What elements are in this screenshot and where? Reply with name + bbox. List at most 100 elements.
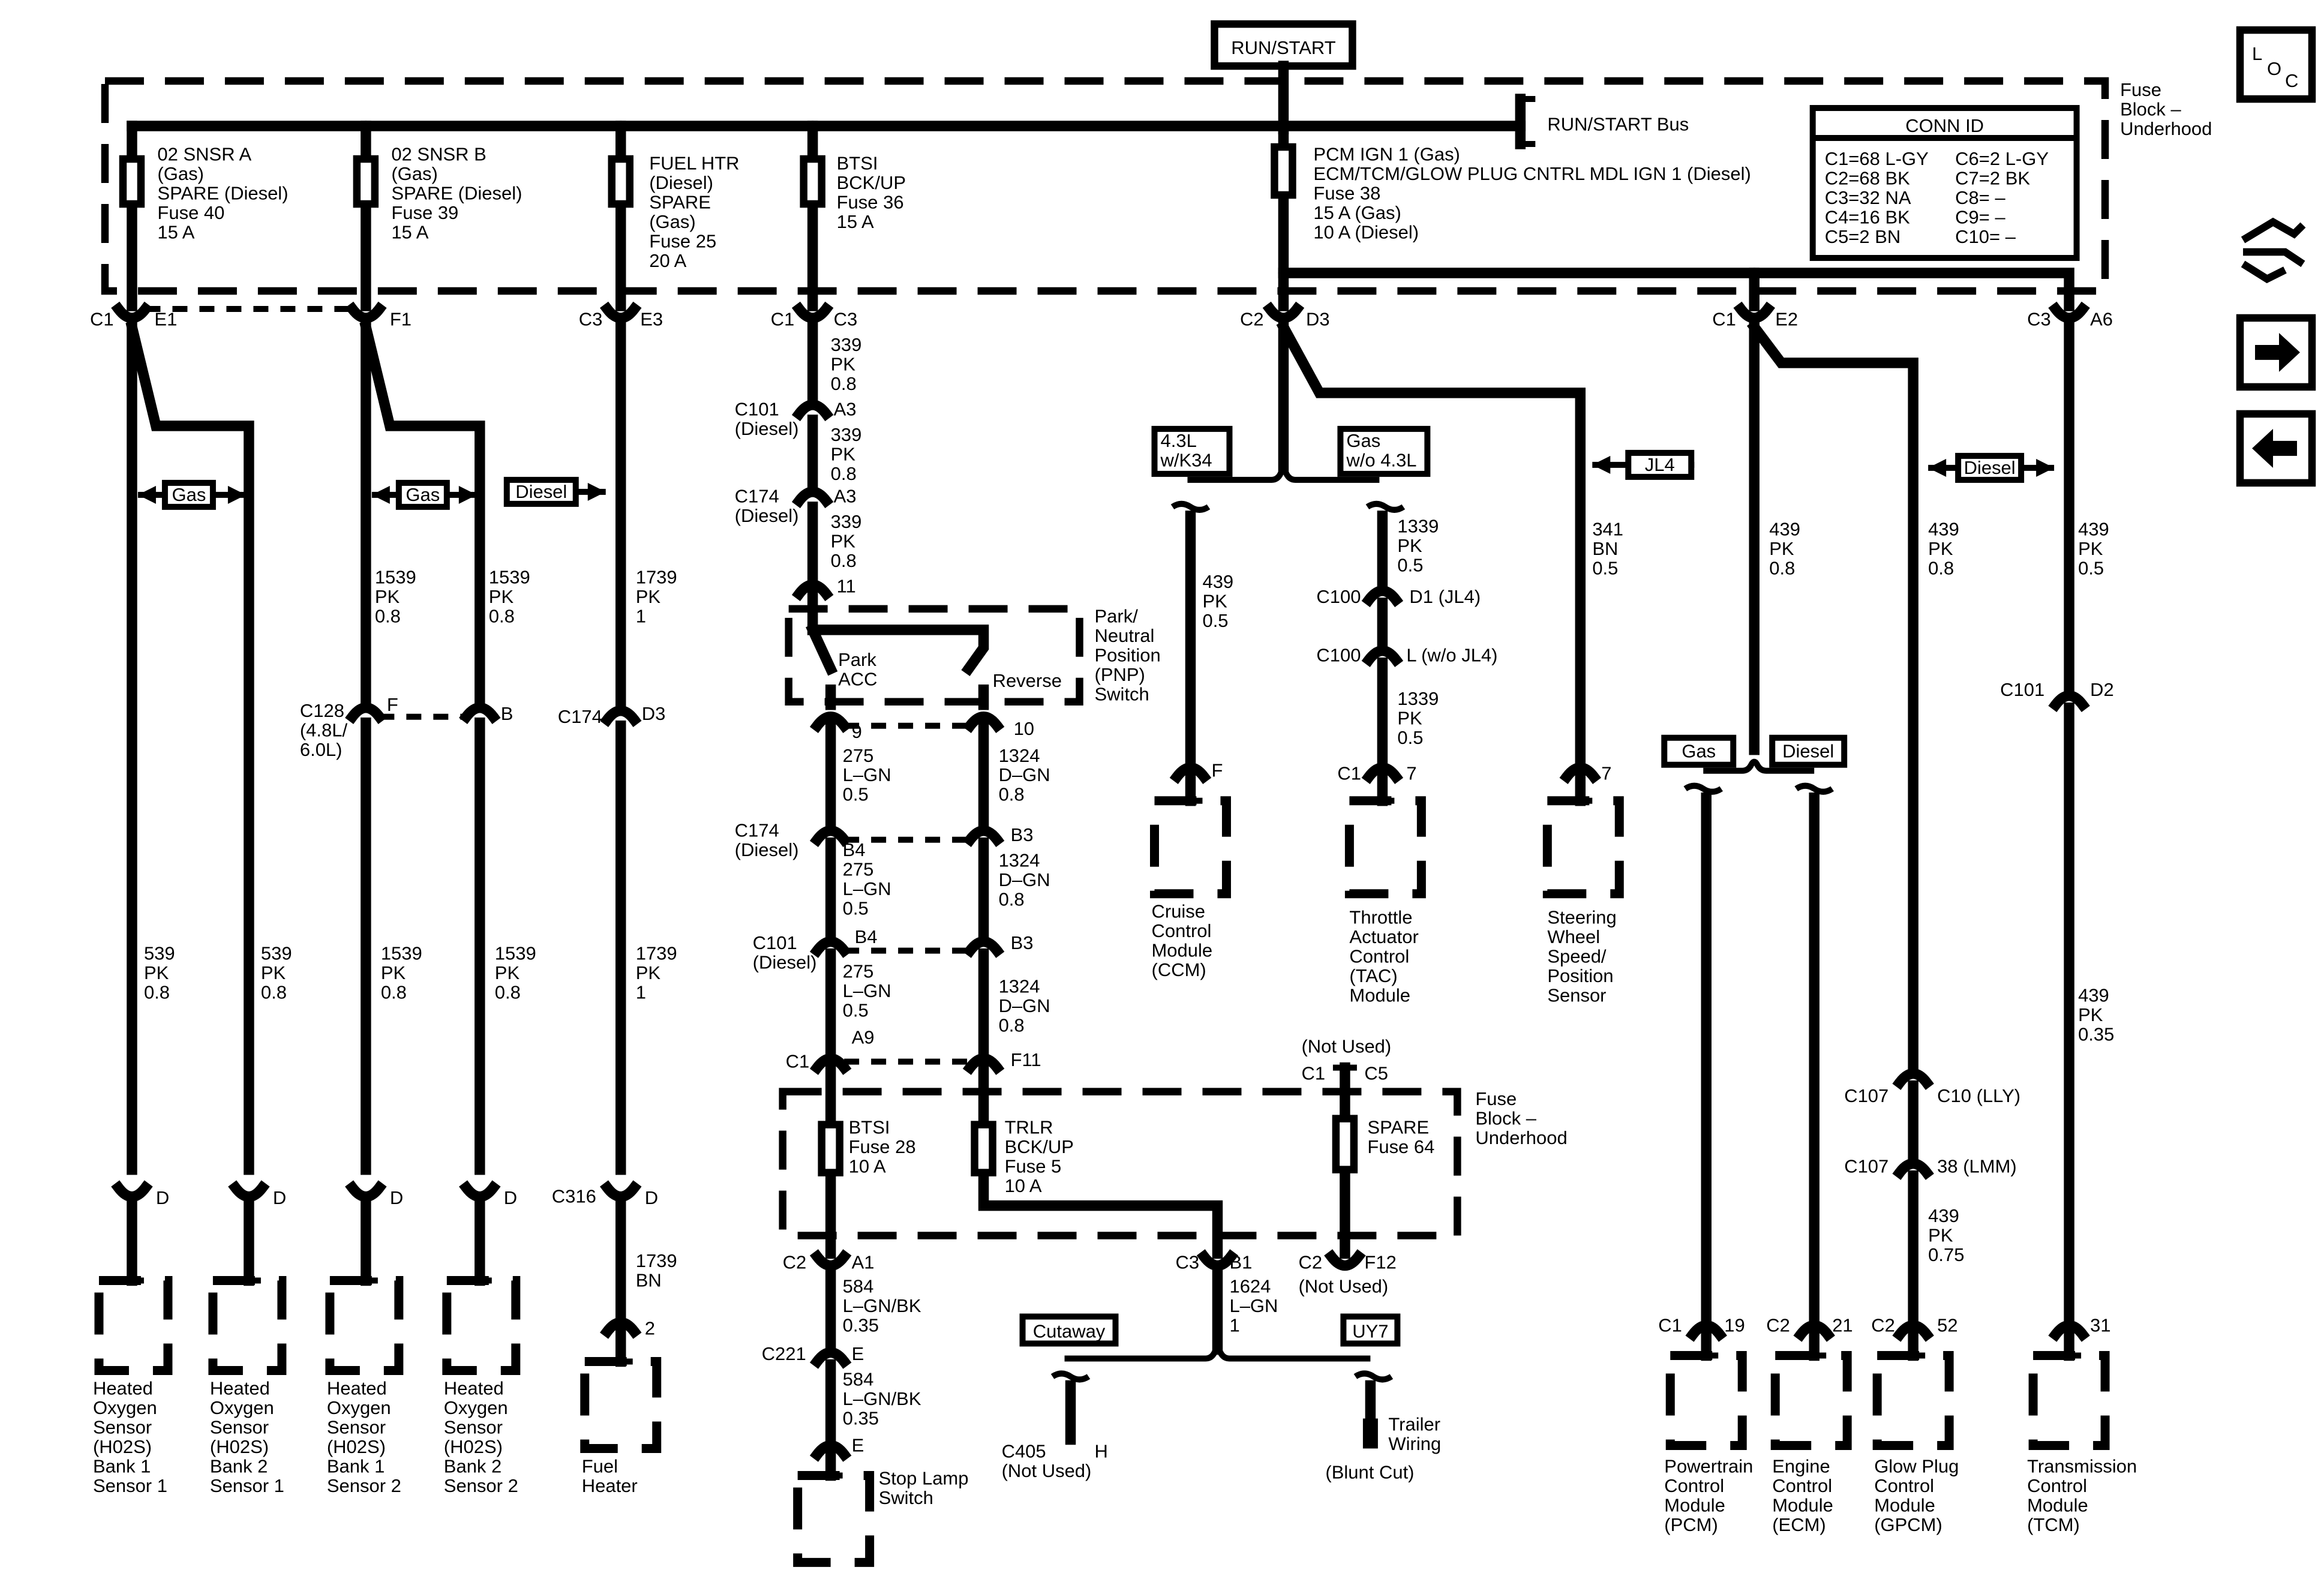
svg-text:D3: D3 xyxy=(1306,308,1330,329)
trailer-wiring-blunt-cut xyxy=(1362,1418,1378,1449)
locator-letter-c: C xyxy=(2285,70,2298,91)
svg-text:C128(4.8L/6.0L): C128(4.8L/6.0L) xyxy=(300,700,348,760)
svg-text:C2: C2 xyxy=(1766,1315,1790,1336)
svg-text:Cutaway: Cutaway xyxy=(1033,1321,1106,1342)
next-page-button[interactable] xyxy=(2236,314,2316,391)
fuel-heater-module xyxy=(580,1357,662,1453)
svg-text:C107: C107 xyxy=(1844,1156,1888,1177)
svg-text:B3: B3 xyxy=(1011,932,1034,953)
svg-text:C174: C174 xyxy=(558,706,602,727)
svg-text:4.3Lw/K34: 4.3Lw/K34 xyxy=(1160,430,1212,470)
conn-id-right-3: C8= – xyxy=(1955,187,2005,208)
conn-id-right-column: C6=2 L-GY C7=2 BK C8= – C9= – C10= – xyxy=(1955,148,2049,247)
svg-text:7: 7 xyxy=(1601,763,1611,784)
svg-text:C1: C1 xyxy=(1658,1315,1682,1336)
svg-text:B4: B4 xyxy=(855,926,878,947)
svg-text:C316: C316 xyxy=(552,1186,596,1207)
svg-text:B4: B4 xyxy=(843,839,866,860)
svg-text:C100: C100 xyxy=(1316,586,1361,607)
connector-row-top: C1 E1 F1 C3 E3 C1 C3 C2 D3 C1 E2 C3 A6 xyxy=(90,301,2113,329)
svg-text:C221: C221 xyxy=(762,1343,806,1364)
svg-text:19: 19 xyxy=(1724,1315,1744,1336)
svg-text:9: 9 xyxy=(852,721,862,742)
stop-lamp-switch xyxy=(793,1470,875,1567)
svg-text:E1: E1 xyxy=(154,308,177,329)
ho2s-bank1-sensor1 xyxy=(94,1276,173,1375)
svg-text:L (w/o JL4): L (w/o JL4) xyxy=(1406,644,1497,665)
svg-text:(Not Used): (Not Used) xyxy=(1301,1036,1391,1057)
svg-text:10: 10 xyxy=(1014,718,1034,739)
svg-text:UY7: UY7 xyxy=(1352,1321,1388,1342)
svg-text:(Not Used): (Not Used) xyxy=(1298,1276,1388,1297)
transmission-control-module xyxy=(2028,1351,2110,1450)
locator-button[interactable]: L O C xyxy=(2236,26,2316,103)
svg-text:Diesel: Diesel xyxy=(1964,457,2016,478)
svg-text:7: 7 xyxy=(1406,763,1416,784)
svg-text:C3: C3 xyxy=(2027,308,2051,329)
svg-text:Gas: Gas xyxy=(172,484,206,505)
svg-text:C2: C2 xyxy=(1871,1315,1895,1336)
steering-wheel-position-sensor xyxy=(1542,796,1624,899)
bus-label: RUN/START Bus xyxy=(1547,114,1689,135)
svg-text:11: 11 xyxy=(837,575,856,596)
svg-text:D: D xyxy=(504,1187,517,1208)
svg-text:D2: D2 xyxy=(2090,679,2114,700)
powertrain-control-module xyxy=(1665,1351,1747,1450)
svg-text:E3: E3 xyxy=(640,308,663,329)
svg-text:B1: B1 xyxy=(1229,1252,1252,1273)
svg-text:H: H xyxy=(1095,1440,1108,1461)
svg-text:(Blunt Cut): (Blunt Cut) xyxy=(1325,1461,1414,1482)
cruise-control-module xyxy=(1150,796,1231,899)
previous-page-button[interactable] xyxy=(2236,410,2316,487)
locator-letter-o: O xyxy=(2267,58,2281,79)
conn-id-right-4: C9= – xyxy=(1955,206,2005,227)
svg-text:C3: C3 xyxy=(579,308,603,329)
pnp-switch xyxy=(785,605,1083,706)
svg-text:C3: C3 xyxy=(834,308,858,329)
svg-text:A1: A1 xyxy=(852,1252,875,1273)
svg-text:Diesel: Diesel xyxy=(1782,740,1834,761)
svg-text:C2: C2 xyxy=(1240,308,1264,329)
svg-text:D3: D3 xyxy=(642,703,666,724)
fuse-38: PCM IGN 1 (Gas)ECM/TCM/GLOW PLUG CNTRL M… xyxy=(1271,124,1751,311)
svg-text:JL4: JL4 xyxy=(1645,454,1675,475)
conn-id-left-column: C1=68 L-GY C2=68 BK C3=32 NA C4=16 BK C5… xyxy=(1825,148,1929,247)
svg-text:D: D xyxy=(273,1187,286,1208)
ho2s-bank2-sensor2 xyxy=(442,1276,521,1375)
svg-text:C101(Diesel): C101(Diesel) xyxy=(735,398,799,439)
svg-text:C1: C1 xyxy=(1301,1063,1325,1084)
svg-text:C10 (LLY): C10 (LLY) xyxy=(1937,1085,2020,1106)
svg-text:E2: E2 xyxy=(1775,308,1798,329)
svg-text:A3: A3 xyxy=(834,398,857,419)
svg-text:F: F xyxy=(387,694,398,715)
connector-view-icon[interactable] xyxy=(2241,217,2306,284)
svg-text:D: D xyxy=(156,1187,169,1208)
